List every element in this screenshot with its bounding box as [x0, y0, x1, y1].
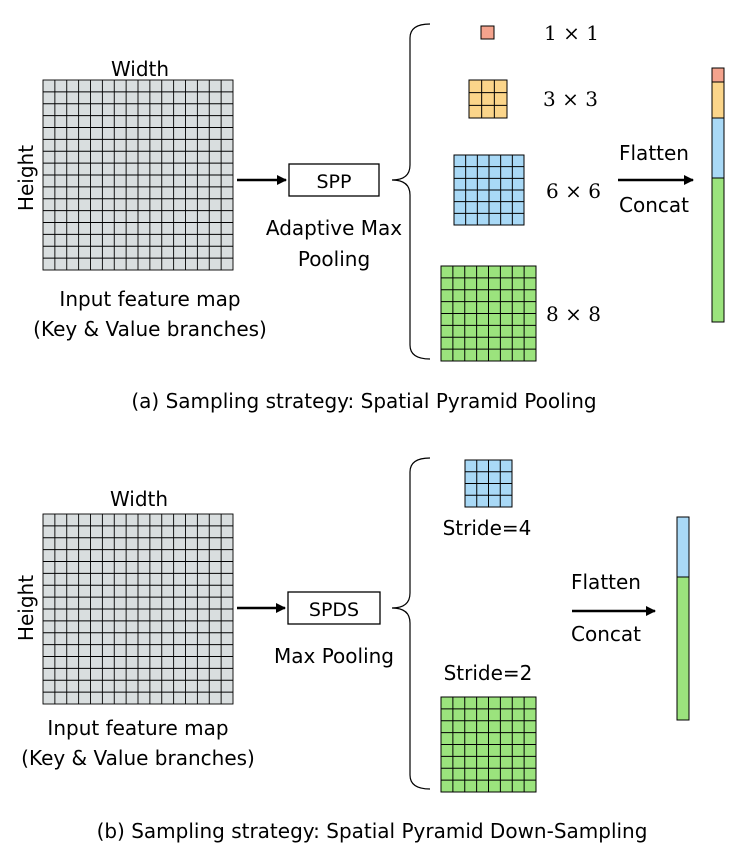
- concat-vector-b: [676, 516, 690, 721]
- grid-8x8-label: 8 × 8: [546, 302, 601, 326]
- grid-6x6: [453, 154, 525, 226]
- bracket-a: [391, 23, 431, 360]
- grid-8x8: [440, 265, 537, 362]
- height-label-b: Height: [14, 575, 38, 641]
- input-label-b-line2: (Key & Value branches): [21, 746, 255, 770]
- grid-stride-2-label: Stride=2: [444, 661, 533, 685]
- height-label-a: Height: [14, 145, 38, 211]
- input-feature-map-b: [42, 513, 234, 705]
- caption-a: (a) Sampling strategy: Spatial Pyramid P…: [131, 389, 596, 413]
- panel-b: Width Height Input feature map (Key & Va…: [14, 457, 690, 843]
- vector-a-segment-3x3: [711, 81, 725, 119]
- spp-box-label: SPP: [317, 171, 352, 193]
- spds-box: [287, 591, 381, 625]
- width-label-b: Width: [110, 487, 168, 511]
- vector-b-segment-stride-4: [676, 516, 690, 578]
- grid-1x1-frame: [480, 25, 495, 40]
- grid-1x1-label: 1 × 1: [544, 21, 599, 45]
- width-label-a: Width: [111, 57, 169, 81]
- vector-b-segment-stride-2: [676, 576, 690, 721]
- input-feature-map-a: [42, 79, 234, 271]
- grid-stride-2: [440, 696, 537, 793]
- bracket-b: [391, 457, 431, 790]
- op-desc-b: Max Pooling: [274, 644, 394, 668]
- panel-a: Width Height Input feature map (Key & Va…: [14, 21, 725, 413]
- input-label-b-line1: Input feature map: [47, 716, 228, 740]
- spds-box-label: SPDS: [309, 599, 359, 621]
- op-desc-a-line2: Pooling: [298, 247, 370, 271]
- op-desc-a-line1: Adaptive Max: [266, 216, 402, 240]
- grid-stride-4: [464, 459, 513, 508]
- caption-b: (b) Sampling strategy: Spatial Pyramid D…: [97, 819, 648, 843]
- spp-box: [288, 163, 380, 197]
- grid-3x3: [468, 79, 508, 119]
- input-label-a-line1: Input feature map: [59, 287, 240, 311]
- vector-a-segment-1x1: [711, 67, 725, 83]
- grid-stride-4-label: Stride=4: [443, 516, 532, 540]
- grid-6x6-label: 6 × 6: [546, 179, 601, 203]
- concat-vector-a: [711, 67, 725, 323]
- input-label-a-line2: (Key & Value branches): [33, 317, 267, 341]
- concat-label-a: Concat: [619, 193, 689, 217]
- vector-a-segment-6x6: [711, 117, 725, 179]
- grid-1x1: [480, 25, 495, 40]
- grid-3x3-frame: [468, 79, 508, 119]
- concat-label-b: Concat: [571, 622, 641, 646]
- flatten-label-b: Flatten: [571, 570, 641, 594]
- flatten-label-a: Flatten: [619, 141, 689, 165]
- grid-3x3-label: 3 × 3: [543, 87, 598, 111]
- vector-a-segment-8x8: [711, 177, 725, 323]
